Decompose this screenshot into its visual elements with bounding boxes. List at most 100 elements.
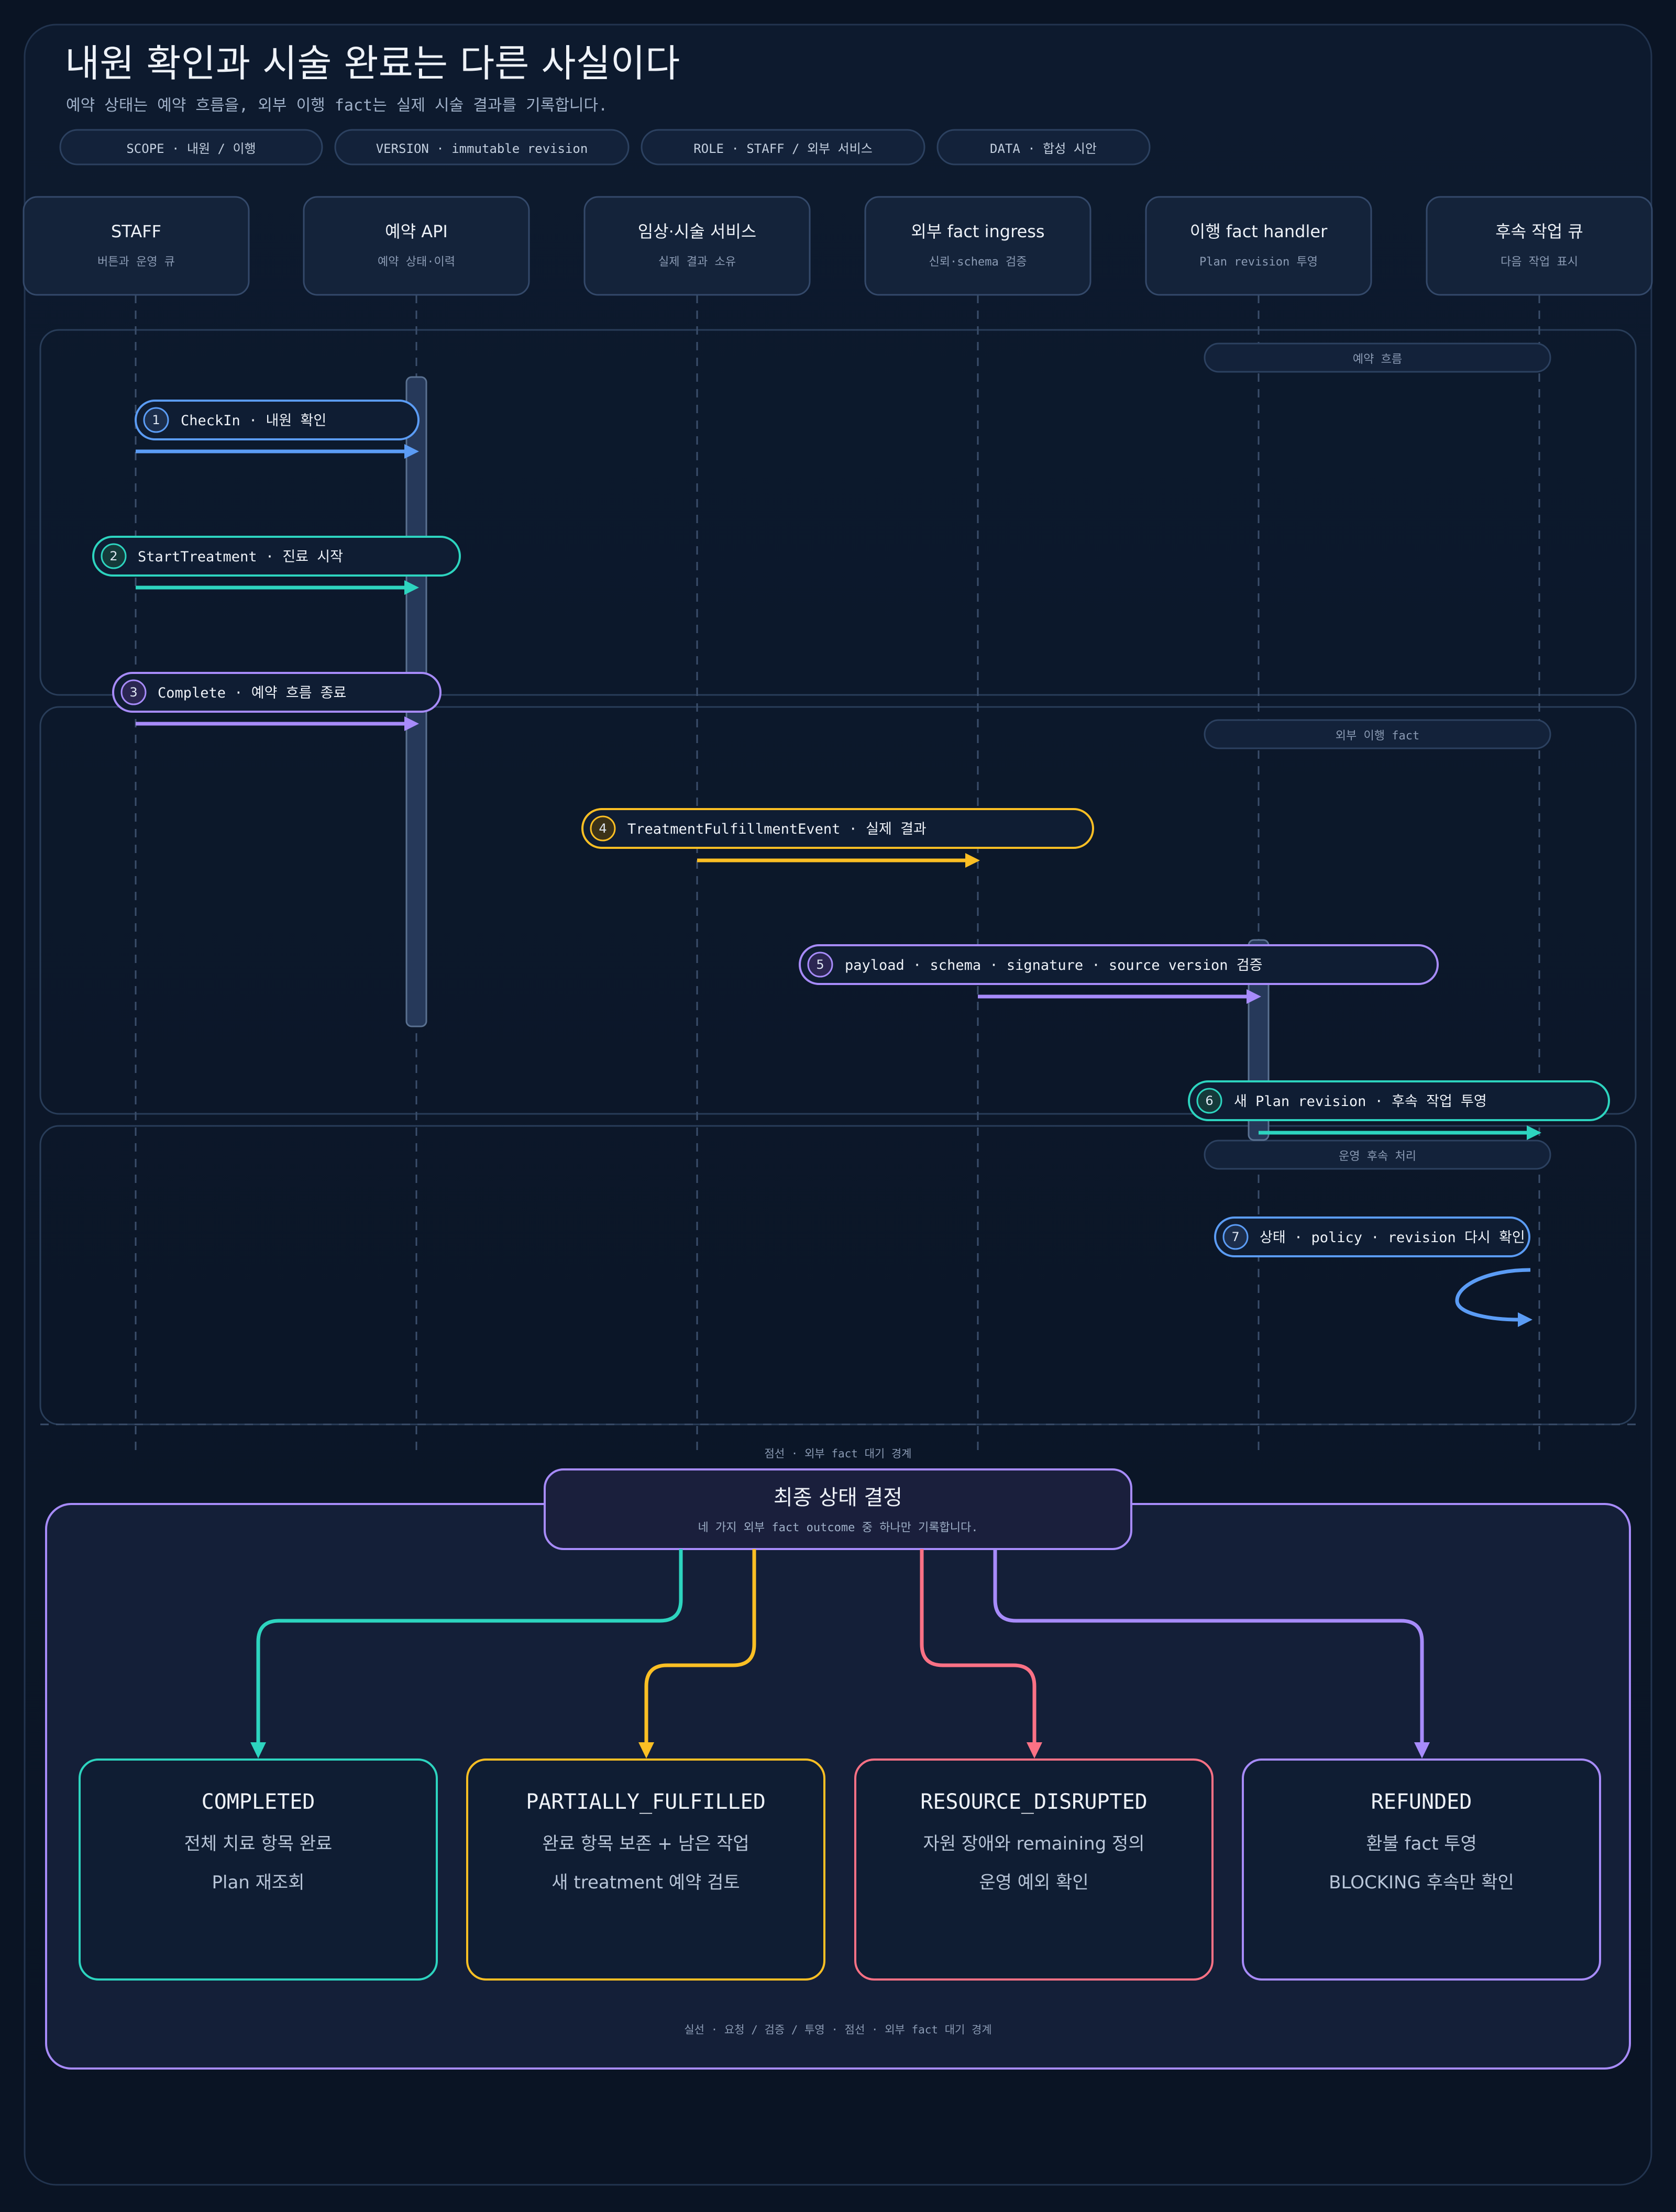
outcome-card-refunded: REFUNDED 환불 fact 투영 BLOCKING 후속만 확인 <box>1242 1758 1601 1981</box>
lane-title: STAFF <box>111 222 161 241</box>
connector-refunded <box>993 1549 1424 1742</box>
arrowhead <box>1414 1742 1430 1758</box>
outcome-line: Plan 재조회 <box>212 1872 305 1893</box>
step-label-pill <box>112 672 442 713</box>
arrowhead <box>638 1742 654 1758</box>
outcome-line: 완료 항목 보존 + 남은 작업 <box>542 1833 749 1854</box>
lane-subtitle: 신뢰·schema 검증 <box>929 256 1027 269</box>
page-title: 내원 확인과 시술 완료는 다른 사실이다 <box>65 41 680 85</box>
svg-text:2: 2 <box>109 549 117 563</box>
outcome-card-completed: COMPLETED 전체 치료 항목 완료 Plan 재조회 <box>79 1758 438 1981</box>
svg-text:5: 5 <box>816 957 824 972</box>
svg-text:외부 이행 fact: 외부 이행 fact <box>1336 729 1419 743</box>
outcome-card-resource-disrupted: RESOURCE_DISRUPTED 자원 장애와 remaining 정의 운… <box>854 1758 1214 1981</box>
connector-completed <box>256 1549 683 1742</box>
branch-connectors <box>256 1549 1424 1742</box>
lane-title: 예약 API <box>385 222 448 241</box>
phase-frame-booking <box>39 329 1637 696</box>
lane-header-fact-handler: 이행 fact handler Plan revision 투영 <box>1145 196 1372 296</box>
outcome-line: BLOCKING 후속만 확인 <box>1329 1872 1514 1893</box>
step-6-plan-revision: 6 새 Plan revision · 후속 작업 투영 <box>1188 1080 1610 1140</box>
svg-text:1: 1 <box>152 413 160 427</box>
svg-text:4: 4 <box>599 821 607 836</box>
step-number-badge <box>120 679 147 705</box>
step-3-complete: 3 Complete · 예약 흐름 종료 <box>112 672 442 731</box>
step-label-pill <box>135 400 420 440</box>
lane-header-followup-queue: 후속 작업 큐 다음 작업 표시 <box>1426 196 1653 296</box>
svg-text:StartTreatment · 진료 시작: StartTreatment · 진료 시작 <box>138 549 343 565</box>
svg-text:Complete · 예약 흐름 종료: Complete · 예약 흐름 종료 <box>158 685 346 701</box>
outcome-title: PARTIALLY_FULFILLED <box>526 1790 766 1814</box>
chip-label: ROLE · STAFF / 외부 서비스 <box>693 141 873 156</box>
lane-subtitle: 예약 상태·이력 <box>378 256 455 269</box>
step-number-badge <box>101 543 127 569</box>
step-number-badge <box>807 952 833 978</box>
step-label-pill <box>92 536 461 577</box>
arrowhead <box>404 580 419 595</box>
boundary-note: 점선 · 외부 fact 대기 경계 <box>765 1447 912 1460</box>
outcome-line: 운영 예외 확인 <box>979 1872 1088 1893</box>
chip-label: DATA · 합성 시안 <box>990 141 1097 156</box>
chip-role: ROLE · STAFF / 외부 서비스 <box>641 129 925 165</box>
outcome-title: RESOURCE_DISRUPTED <box>920 1790 1147 1814</box>
chip-scope: SCOPE · 내원 / 이행 <box>59 129 323 165</box>
legend-note: 실선 · 요청 / 검증 / 투영 · 점선 · 외부 fact 대기 경계 <box>684 2023 991 2036</box>
chip-label: SCOPE · 내원 / 이행 <box>126 141 256 156</box>
lane-header-fact-ingress: 외부 fact ingress 신뢰·schema 검증 <box>864 196 1091 296</box>
arrowhead <box>1518 1312 1532 1327</box>
svg-text:7: 7 <box>1231 1230 1239 1244</box>
arrowhead <box>250 1742 266 1758</box>
outcome-card-partially-fulfilled: PARTIALLY_FULFILLED 완료 항목 보존 + 남은 작업 새 t… <box>466 1758 825 1981</box>
connector-resource-disrupted <box>920 1549 1037 1742</box>
phase-label-booking: 예약 흐름 <box>1204 342 1551 373</box>
svg-text:새 Plan revision · 후속 작업 투영: 새 Plan revision · 후속 작업 투영 <box>1234 1093 1487 1110</box>
lane-title: 외부 fact ingress <box>911 222 1044 241</box>
svg-text:6: 6 <box>1205 1093 1213 1108</box>
step-label-pill <box>799 944 1439 985</box>
chip-data: DATA · 합성 시안 <box>936 129 1151 165</box>
arrowhead <box>1527 1125 1541 1140</box>
outcome-line: 전체 치료 항목 완료 <box>184 1833 333 1854</box>
step-number-badge <box>143 407 169 433</box>
outcome-title: REFUNDED <box>1371 1790 1472 1814</box>
arrowhead <box>404 444 419 459</box>
step-4-fulfillment-event: 4 TreatmentFulfillmentEvent · 실제 결과 <box>581 808 1094 868</box>
step-number-badge <box>1222 1224 1249 1250</box>
decision-node: 최종 상태 결정 네 가지 외부 fact outcome 중 하나만 기록합니… <box>544 1468 1132 1550</box>
svg-text:CheckIn · 내원 확인: CheckIn · 내원 확인 <box>181 413 326 429</box>
arrowhead <box>404 716 419 731</box>
step-7-recheck: 7 상태 · policy · revision 다시 확인 <box>1214 1216 1532 1327</box>
svg-text:TreatmentFulfillmentEvent · 실제: TreatmentFulfillmentEvent · 실제 결과 <box>627 821 927 837</box>
svg-text:운영 후속 처리: 운영 후속 처리 <box>1339 1150 1416 1163</box>
lane-title: 임상·시술 서비스 <box>638 222 756 241</box>
lane-header-booking-api: 예약 API 예약 상태·이력 <box>303 196 530 296</box>
lane-subtitle: 다음 작업 표시 <box>1501 256 1578 269</box>
svg-text:상태 · policy · revision 다시 확인: 상태 · policy · revision 다시 확인 <box>1260 1230 1525 1246</box>
phase-label-followup: 운영 후속 처리 <box>1204 1140 1551 1170</box>
chip-label: VERSION · immutable revision <box>376 141 588 156</box>
phase-label-external-fact: 외부 이행 fact <box>1204 719 1551 749</box>
lane-header-staff: STAFF 버튼과 운영 큐 <box>23 196 250 296</box>
phase-frame-followup <box>39 1125 1637 1425</box>
outcome-title: COMPLETED <box>202 1790 315 1814</box>
arrowhead <box>1247 989 1261 1004</box>
lane-subtitle: 버튼과 운영 큐 <box>97 256 175 269</box>
lane-subtitle: Plan revision 투영 <box>1199 256 1318 269</box>
svg-text:예약 흐름: 예약 흐름 <box>1353 353 1402 366</box>
svg-text:3: 3 <box>129 685 137 700</box>
lane-title: 이행 fact handler <box>1190 222 1328 241</box>
outcome-line: 새 treatment 예약 검토 <box>552 1872 740 1893</box>
connector-partially-fulfilled <box>644 1549 756 1742</box>
outcome-line: 자원 장애와 remaining 정의 <box>923 1833 1144 1854</box>
step-number-badge <box>1196 1088 1222 1114</box>
svg-text:payload · schema · signature ·: payload · schema · signature · source ve… <box>845 957 1262 974</box>
step-5-ingress-verification: 5 payload · schema · signature · source … <box>799 944 1439 1004</box>
outcome-line: 환불 fact 투영 <box>1366 1833 1477 1854</box>
lane-subtitle: 실제 결과 소유 <box>658 256 736 269</box>
step-label-pill <box>1214 1216 1530 1257</box>
chip-version: VERSION · immutable revision <box>334 129 630 165</box>
decision-subtitle: 네 가지 외부 fact outcome 중 하나만 기록합니다. <box>698 1521 978 1534</box>
arrowhead <box>965 853 980 868</box>
